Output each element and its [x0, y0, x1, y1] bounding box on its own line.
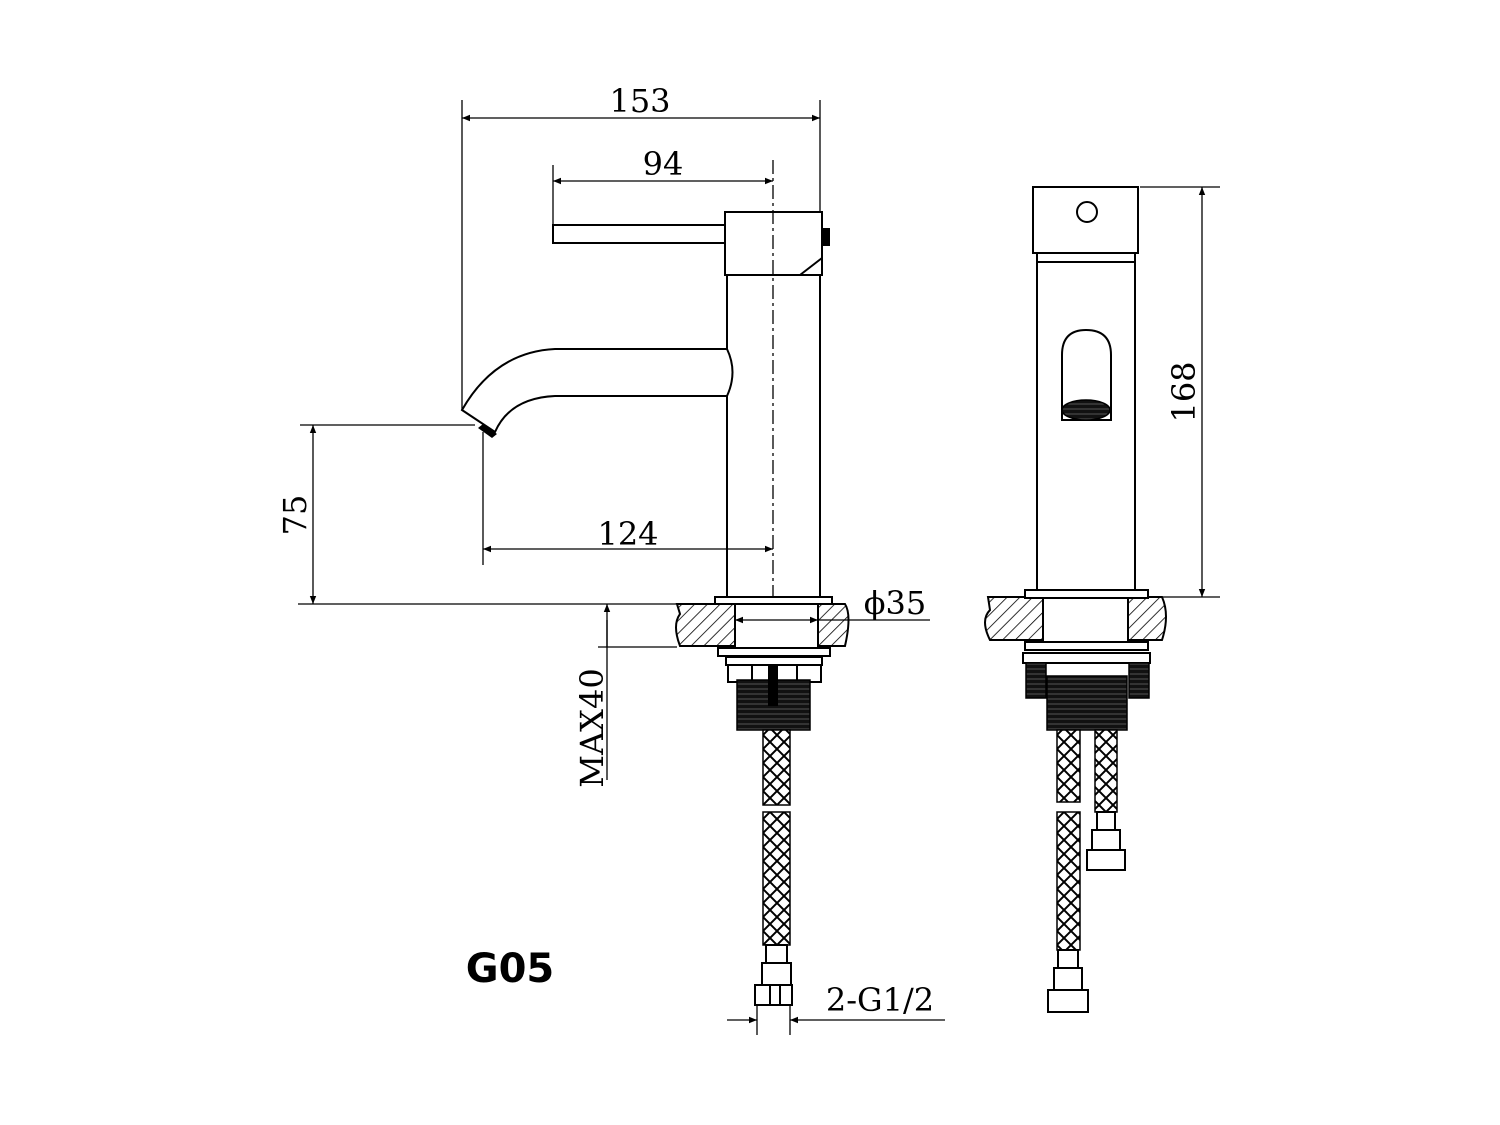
dim-max40-label: MAX40	[573, 668, 611, 787]
model-label: G05	[466, 946, 555, 992]
dim-phi35-label: ϕ35	[864, 584, 927, 622]
dimension-168: 168	[1135, 186, 1220, 598]
dimension-max40: MAX40	[573, 604, 677, 788]
front-view: 168	[984, 186, 1220, 1013]
dimension-75: 75	[276, 424, 677, 605]
dimension-g12: 2-G1/2	[727, 981, 945, 1035]
side-view: 153 94 75 124	[276, 82, 945, 1035]
counter-section-side	[675, 596, 850, 1006]
dim-94-label: 94	[643, 145, 684, 183]
dim-124-label: 124	[597, 515, 658, 553]
dimension-phi35: ϕ35	[735, 584, 930, 624]
dim-g12-label: 2-G1/2	[826, 981, 934, 1019]
tap-front-body	[1032, 186, 1139, 598]
dim-75-label: 75	[276, 495, 314, 536]
dimension-94: 94	[552, 145, 773, 225]
dim-168-label: 168	[1165, 361, 1203, 422]
dim-153-label: 153	[609, 82, 670, 120]
tap-side-body	[460, 160, 830, 605]
counter-section-front	[984, 589, 1167, 1013]
dimension-153: 153	[461, 82, 821, 410]
dimension-124: 124	[482, 432, 773, 565]
